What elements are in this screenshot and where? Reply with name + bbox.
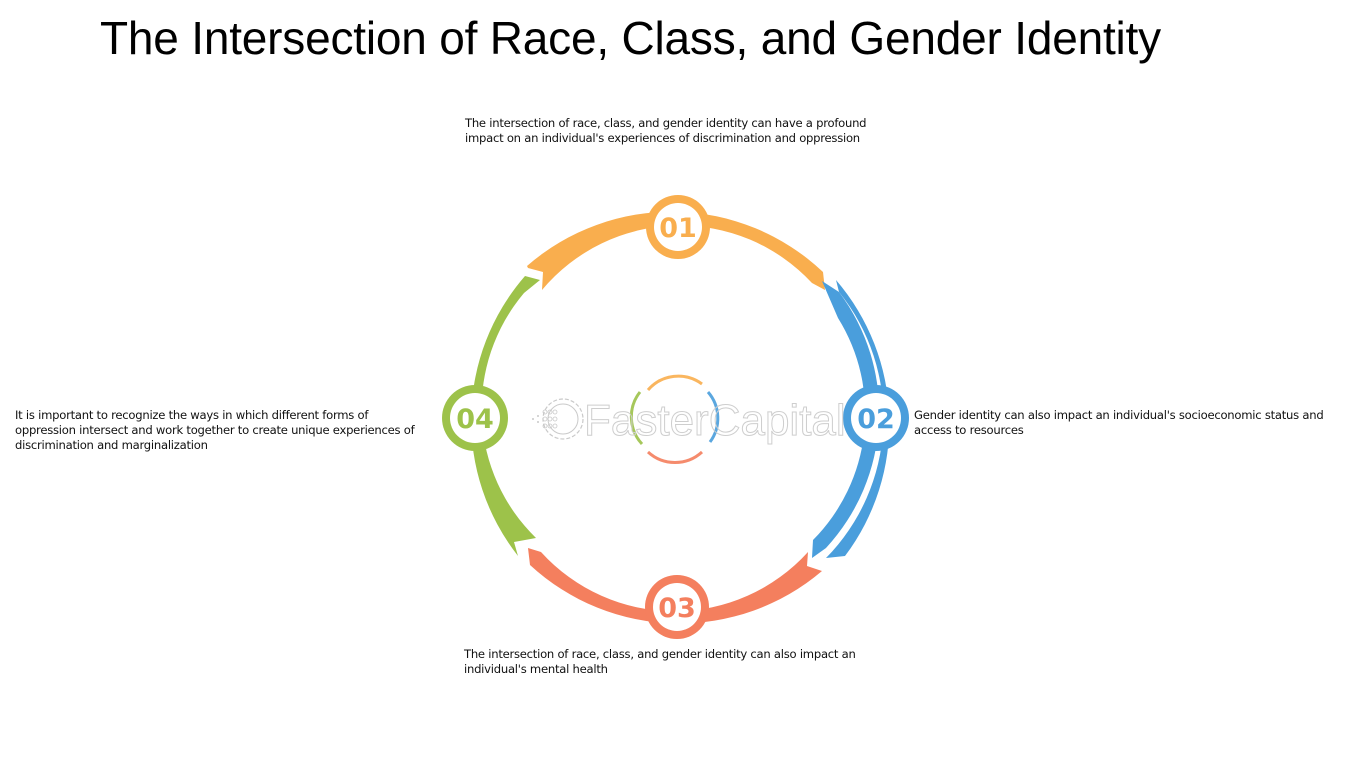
segment-03 xyxy=(528,548,822,624)
step-01-caption-line: The intersection of race, class, and gen… xyxy=(465,116,867,130)
watermark-logo: FasterCapital xyxy=(532,374,846,464)
step-04-caption-line: discrimination and marginalization xyxy=(15,438,208,452)
watermark-text: FasterCapital xyxy=(584,396,846,445)
page-title: The Intersection of Race, Class, and Gen… xyxy=(100,12,1161,64)
step-03-caption: The intersection of race, class, and gen… xyxy=(464,647,894,677)
badge-03-number: 03 xyxy=(658,593,696,624)
badge-03: 03 xyxy=(645,575,709,639)
badge-01: 01 xyxy=(646,195,710,259)
step-02-caption-line: Gender identity can also impact an indiv… xyxy=(914,408,1324,422)
step-03-caption-line: individual's mental health xyxy=(464,662,608,676)
badge-04: 04 xyxy=(442,385,508,451)
step-02-caption-line: access to resources xyxy=(914,423,1024,437)
step-01-caption-line: impact on an individual's experiences of… xyxy=(465,131,860,145)
step-04-caption-line: It is important to recognize the ways in… xyxy=(15,408,369,422)
badge-02-number: 02 xyxy=(857,404,895,435)
segment-02 xyxy=(812,280,890,558)
step-03-caption-line: The intersection of race, class, and gen… xyxy=(464,647,856,661)
segment-04 xyxy=(471,276,540,556)
step-04-caption-line: oppression intersect and work together t… xyxy=(15,423,415,437)
gear-icon xyxy=(532,398,584,440)
segment-01 xyxy=(527,211,825,290)
badge-01-number: 01 xyxy=(659,213,697,244)
badge-02: 02 xyxy=(843,385,909,451)
step-02-caption: Gender identity can also impact an indiv… xyxy=(914,408,1344,438)
badge-04-number: 04 xyxy=(456,404,494,435)
step-04-caption: It is important to recognize the ways in… xyxy=(15,408,435,453)
step-01-caption: The intersection of race, class, and gen… xyxy=(465,116,895,146)
